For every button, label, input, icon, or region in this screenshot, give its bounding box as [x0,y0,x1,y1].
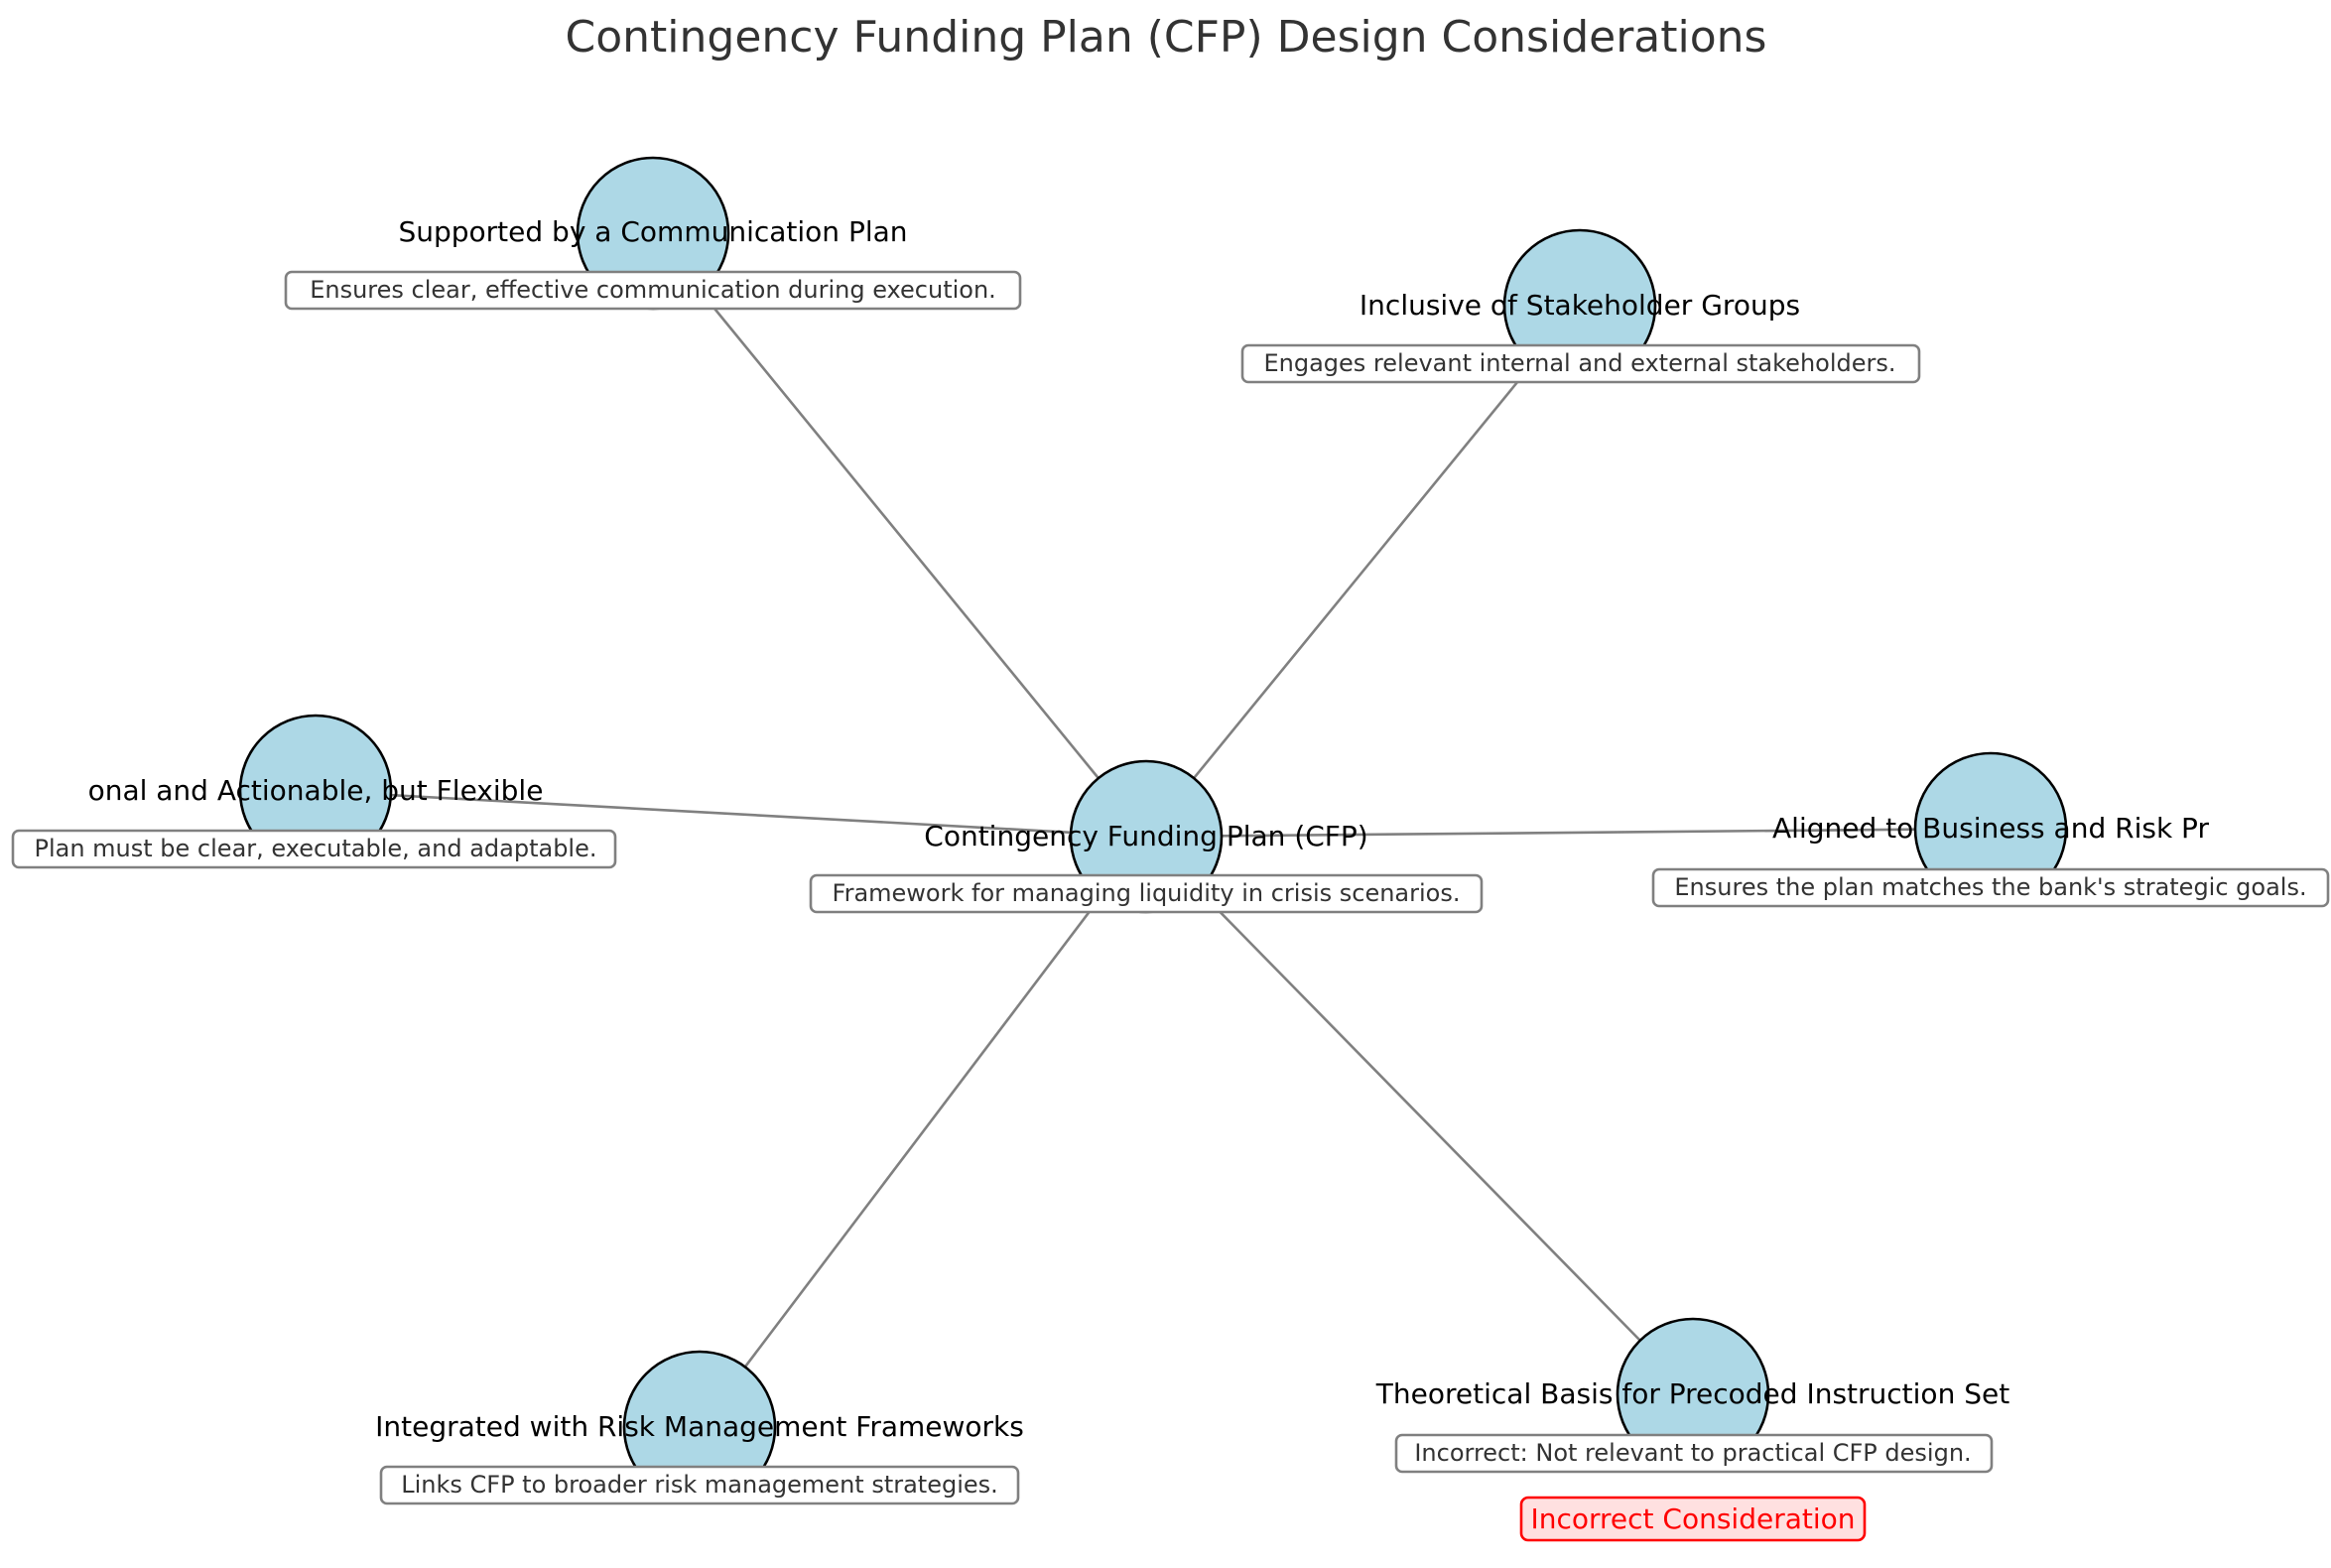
edge-communication [697,287,1102,783]
edge-aligned [1217,828,1920,838]
edge-operational [386,793,1076,835]
node-description-theoretical: Incorrect: Not relevant to practical CFP… [1414,1439,1971,1467]
node-theoretical: Theoretical Basis for Precoded Instructi… [1375,1317,2009,1542]
node-description-communication: Ensures clear, effective communication d… [310,276,996,304]
edge-stakeholders [1190,359,1536,783]
description-box-aligned [1651,867,2330,908]
node-label-operational: onal and Actionable, but Flexible [88,774,544,807]
node-integrated: Integrated with Risk Management Framewor… [375,1350,1024,1505]
description-box-operational [11,829,617,869]
description-box-integrated [379,1465,1020,1505]
node-label-integrated: Integrated with Risk Management Framewor… [375,1410,1024,1443]
node-aligned: Aligned to Business and Risk Pr Ensures t… [1651,751,2330,908]
incorrect-badge: Incorrect Consideration [1530,1503,1855,1535]
center-node-label: Contingency Funding Plan (CFP) [924,820,1367,852]
node-description-aligned: Ensures the plan matches the bank's stra… [1674,873,2306,901]
diagram-title: Contingency Funding Plan (CFP) Design Co… [566,12,1767,63]
edge-integrated [741,892,1104,1372]
edge-theoretical [1195,886,1644,1345]
node-description-stakeholders: Engages relevant internal and external s… [1263,349,1895,377]
node-description-integrated: Links CFP to broader risk management str… [401,1471,998,1499]
node-label-theoretical: Theoretical Basis for Precoded Instructi… [1375,1377,2009,1410]
description-box-theoretical [1394,1433,1994,1474]
center-node-description: Framework for managing liquidity in cris… [833,879,1461,907]
incorrect-badge-box [1519,1496,1867,1542]
center-description-box [809,873,1484,914]
node-communication: Supported by a Communication PlanEnsures… [284,156,1022,311]
edges-layer [386,287,1920,1372]
node-label-stakeholders: Inclusive of Stakeholder Groups [1360,289,1800,322]
node-description-operational: Plan must be clear, executable, and adap… [34,835,596,862]
nodes-layer: Supported by a Communication PlanEnsures… [11,156,2330,1542]
node-label-communication: Supported by a Communication Plan [398,215,907,248]
description-box-communication [284,270,1022,311]
node-label-aligned: Aligned to Business and Risk Pr [1772,812,2209,845]
description-box-stakeholders [1240,343,1921,384]
center-node: Contingency Funding Plan (CFP) Framework… [809,759,1484,914]
